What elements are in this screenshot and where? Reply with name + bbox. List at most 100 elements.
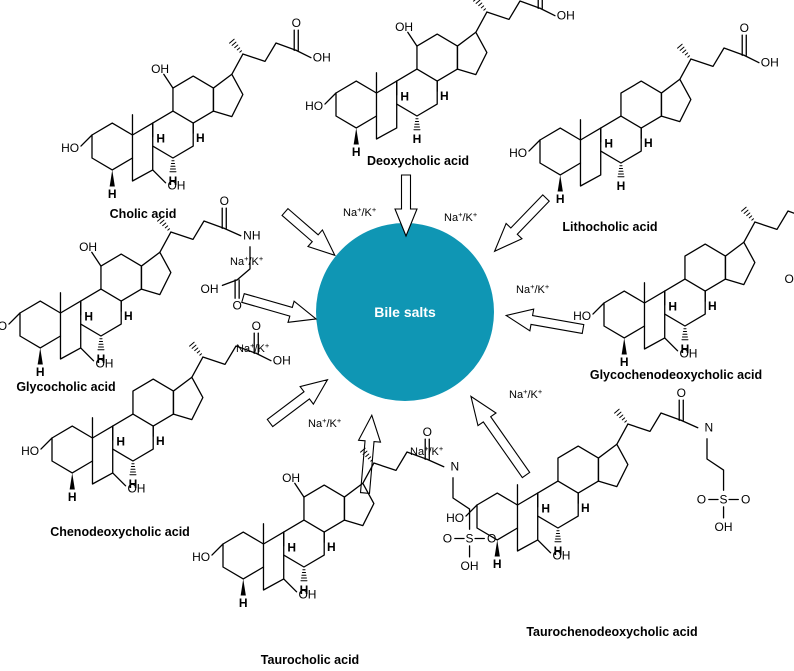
oh-bond xyxy=(152,169,167,184)
oxygen-label: O xyxy=(487,531,496,545)
wedge-h-bond xyxy=(37,347,43,365)
oxygen-label: O xyxy=(220,194,229,208)
steroid-ring-bond xyxy=(262,531,285,591)
wedge-h-bond xyxy=(621,337,627,355)
stereo-h-label: H xyxy=(708,299,717,313)
steroid-ring-bond xyxy=(335,80,378,129)
side-chain-bond xyxy=(486,0,541,21)
steroid-ring-bond xyxy=(131,122,154,182)
side-chain-bond xyxy=(616,423,629,445)
stereo-h-label: H xyxy=(196,131,205,145)
oh-bond xyxy=(80,347,95,362)
carboxyl-bond xyxy=(539,7,556,17)
hydroxyl-label: HO xyxy=(509,146,527,160)
amide-bond xyxy=(680,419,699,429)
sulfur-label: S xyxy=(466,531,474,545)
oh-bond xyxy=(112,472,127,487)
side-chain-methyl xyxy=(157,216,163,222)
side-chain-methyl xyxy=(687,55,690,58)
side-chain-methyl xyxy=(231,41,237,46)
steroid-ring-bond xyxy=(537,480,579,529)
oh-bond xyxy=(40,437,53,450)
side-chain-methyl xyxy=(741,206,747,212)
oxygen-label: O xyxy=(252,319,261,333)
hydroxyl-label: OH xyxy=(761,56,779,70)
steroid-ring-bond xyxy=(91,122,134,171)
side-chain-methyl xyxy=(624,420,627,423)
side-chain-methyl xyxy=(365,453,370,458)
arrow-from-lithocholic xyxy=(493,194,551,253)
side-chain-bond xyxy=(373,451,428,472)
side-chain-methyl xyxy=(367,456,372,460)
steroid-ring-bond xyxy=(603,290,646,339)
carboxyl-bond xyxy=(221,279,238,287)
side-chain-bond xyxy=(475,11,488,33)
hydroxyl-label: HO xyxy=(61,141,79,155)
side-chain-methyl xyxy=(236,47,241,51)
oxygen-label: O xyxy=(232,299,241,313)
side-chain-bond xyxy=(362,462,375,484)
wedge-h-bond xyxy=(240,578,246,596)
molecule-structure: HHHHHOOHOHONHOOH xyxy=(0,194,261,379)
oh-bond xyxy=(324,92,337,105)
hydroxyl-label: OH xyxy=(552,549,570,563)
side-chain-methyl xyxy=(196,350,201,354)
side-chain-methyl xyxy=(234,44,239,49)
taurine-bond xyxy=(706,438,725,491)
side-chain-bond xyxy=(679,58,692,80)
side-chain-bond xyxy=(170,220,225,241)
hydroxyl-label: OH xyxy=(313,51,331,65)
stereo-h-label: H xyxy=(116,435,125,449)
stereo-h-label: H xyxy=(556,192,565,206)
oh-bond xyxy=(528,139,541,152)
hydroxyl-label: OH xyxy=(167,179,185,193)
ion-label: Na+/K+ xyxy=(343,205,377,219)
steroid-ring-bond xyxy=(152,110,194,159)
wedge-h-bond xyxy=(353,127,359,145)
side-chain-bond xyxy=(743,221,756,243)
stereo-h-label: H xyxy=(620,355,629,369)
steroid-ring-bond xyxy=(539,127,582,176)
stereo-h-label: H xyxy=(581,501,590,515)
stereo-h-label: H xyxy=(413,132,422,146)
side-chain-methyl xyxy=(360,447,366,453)
arrow-from-glycochenodeoxycholic xyxy=(504,308,585,335)
hydroxyl-label: HO xyxy=(573,309,591,323)
amide-bond xyxy=(426,458,445,468)
ion-label: Na+/K+ xyxy=(230,254,264,268)
hydroxyl-label: OH xyxy=(298,588,316,602)
compound-name: Glycocholic acid xyxy=(16,380,115,394)
stereo-h-label: H xyxy=(129,477,138,491)
side-chain-bond xyxy=(191,356,204,378)
side-chain-methyl xyxy=(682,49,687,54)
steroid-ring-bond xyxy=(476,492,519,541)
compound-name: Chenodeoxycholic acid xyxy=(50,525,190,539)
hydroxyl-label: OH xyxy=(79,240,97,254)
stereo-h-label: H xyxy=(169,174,178,188)
steroid-ring-bond xyxy=(579,127,602,187)
center-label: Bile salts xyxy=(374,304,436,320)
side-chain-methyl xyxy=(483,8,486,11)
hydroxyl-label: OH xyxy=(127,482,145,496)
side-chain-bond xyxy=(754,210,794,231)
ion-label: Na+/K+ xyxy=(308,416,342,430)
side-chain-bond xyxy=(242,42,297,63)
side-chain-methyl xyxy=(743,209,749,214)
side-chain-methyl xyxy=(478,2,483,7)
stereo-h-label: H xyxy=(300,583,309,597)
side-chain-bond xyxy=(627,412,682,433)
steroid-ring-bond xyxy=(664,278,706,327)
oh-bond xyxy=(664,337,679,352)
side-chain-methyl xyxy=(191,344,197,349)
ion-label: Na+/K+ xyxy=(444,210,478,224)
side-chain-methyl xyxy=(684,52,689,56)
carboxyl-bond xyxy=(743,54,760,64)
arrow-from-cholic xyxy=(281,207,336,257)
side-chain-methyl xyxy=(167,228,170,231)
steroid-ring-bond xyxy=(303,484,346,533)
hydroxyl-label: OH xyxy=(282,471,300,485)
stereo-h-label: H xyxy=(617,179,626,193)
